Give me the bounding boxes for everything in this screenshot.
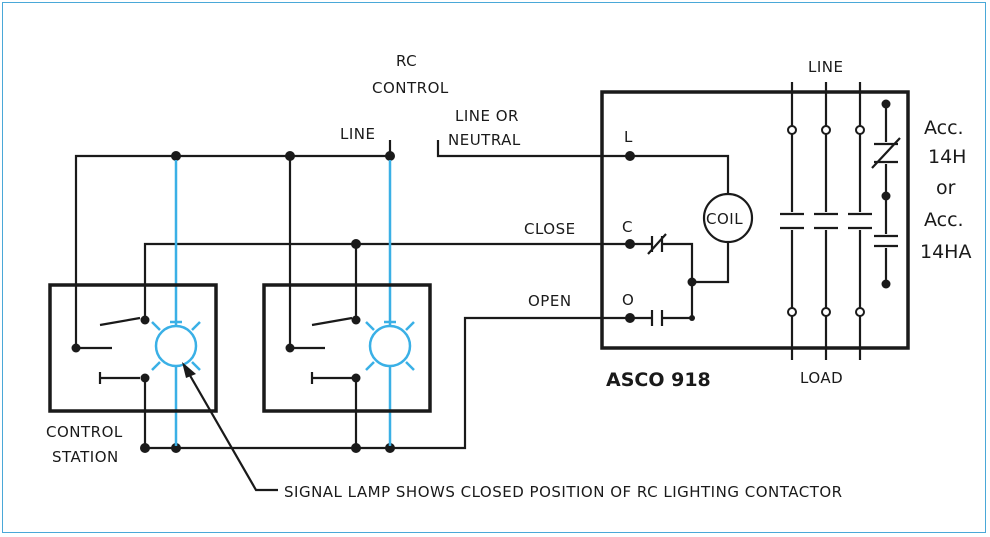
acc-label-3: or	[936, 177, 956, 199]
control-station-label-1: CONTROL	[46, 423, 123, 441]
control-station-1	[48, 283, 218, 413]
rc-label: RC	[396, 52, 417, 70]
load-label: LOAD	[800, 369, 843, 387]
coil-label: COIL	[706, 210, 743, 228]
acc-label-4: Acc.	[924, 209, 964, 231]
main-contacts	[780, 82, 872, 360]
terminal-c-label: C	[622, 218, 633, 236]
terminal-l-label: L	[624, 128, 633, 146]
line-label-right: LINE	[808, 58, 843, 76]
neutral-label: NEUTRAL	[448, 131, 521, 149]
close-label: CLOSE	[524, 220, 576, 238]
open-bus	[140, 316, 630, 453]
close-bus	[143, 239, 630, 320]
control-station-label-2: STATION	[52, 448, 119, 466]
control-station-2	[262, 156, 432, 413]
signal-wires	[174, 160, 392, 446]
signal-lamp-pointer	[182, 362, 278, 492]
line-label-top: LINE	[340, 125, 375, 143]
control-label: CONTROL	[372, 79, 449, 97]
accessory-contacts	[871, 99, 901, 289]
acc-label-2: 14H	[928, 146, 966, 168]
terminal-o-label: O	[622, 291, 634, 309]
asco-918-box	[600, 90, 910, 350]
line-or-label: LINE OR	[455, 107, 519, 125]
signal-lamp-note: SIGNAL LAMP SHOWS CLOSED POSITION OF RC …	[284, 483, 843, 501]
acc-label-5: 14HA	[920, 241, 971, 263]
line-or-neutral-wire	[436, 140, 630, 158]
open-label: OPEN	[528, 292, 572, 310]
model-label: ASCO 918	[606, 369, 711, 391]
acc-label-1: Acc.	[924, 117, 964, 139]
